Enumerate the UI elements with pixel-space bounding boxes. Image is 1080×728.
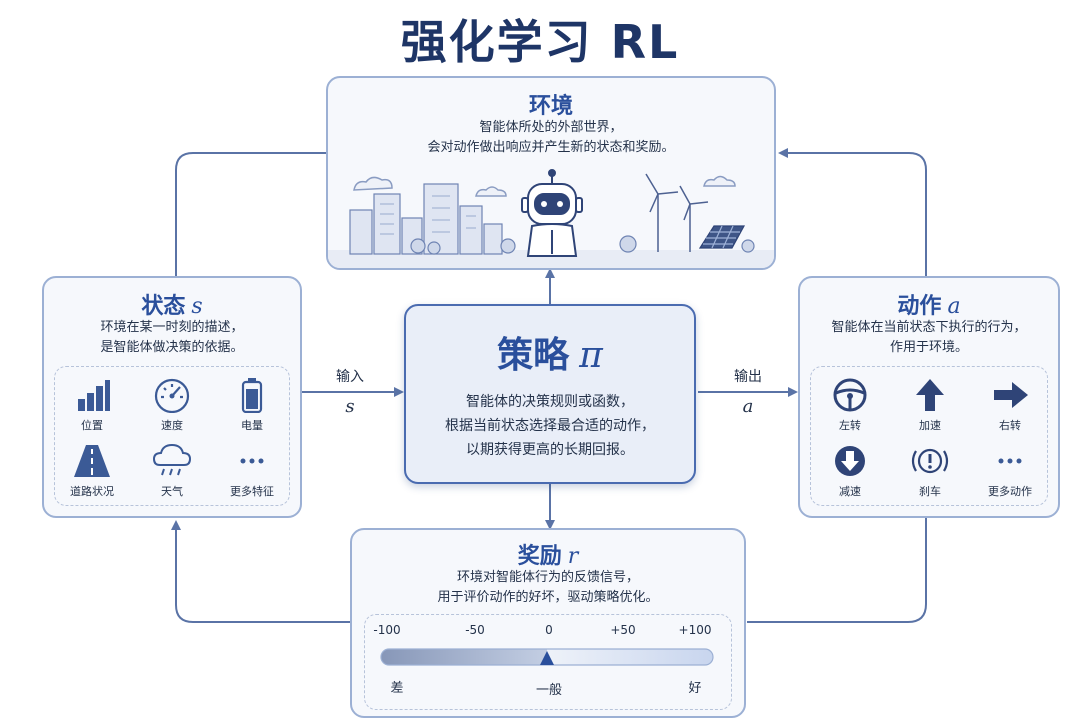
- state-desc: 环境在某一时刻的描述， 是智能体做决策的依据。: [100, 320, 244, 355]
- reward-scale-bar: [380, 648, 714, 666]
- steering-wheel-icon: [833, 378, 867, 412]
- reward-scale-panel: -100 -50 0 +50 +100 差 一般 好: [364, 614, 732, 710]
- speedometer-icon: [154, 378, 190, 413]
- brake-icon: [911, 448, 949, 474]
- scale-marker: [540, 651, 554, 665]
- scale-tick: +50: [610, 623, 636, 637]
- environment-scene-illustration: [328, 169, 774, 268]
- scale-label-neutral: 一般: [535, 683, 562, 698]
- arrow-action-reward: [747, 518, 927, 623]
- scale-label-bad: 差: [390, 681, 404, 696]
- arrow-reward-state: [171, 520, 352, 623]
- scale-tick: +100: [678, 623, 712, 637]
- arrow-down-circle-icon: [835, 446, 865, 476]
- policy-symbol: π: [579, 335, 603, 376]
- environment-box: 环境 智能体所处的外部世界， 会对动作做出响应并产生新的状态和奖励。: [326, 76, 776, 270]
- scale-label-good: 好: [688, 681, 702, 696]
- arrow-action-environment: [778, 148, 927, 276]
- action-decelerate: 减速: [815, 443, 885, 499]
- state-features-panel: 位置 速度 电量 道路状况 天气 更多特征: [54, 366, 290, 506]
- action-title: 动作: [897, 294, 942, 319]
- battery-icon: [241, 378, 263, 413]
- reward-title: 奖励: [517, 544, 562, 569]
- scale-tick: -50: [465, 623, 485, 637]
- more-icon: [998, 458, 1022, 464]
- reward-desc: 环境对智能体行为的反馈信号， 用于评价动作的好坏，驱动策略优化。: [437, 570, 659, 605]
- action-symbol: a: [947, 294, 961, 319]
- action-list-panel: 左转 加速 右转 减速 刹车 更多动作: [810, 366, 1048, 506]
- action-more: 更多动作: [975, 443, 1045, 499]
- feature-weather: 天气: [137, 443, 207, 499]
- environment-title: 环境: [528, 94, 573, 119]
- scale-tick: -100: [373, 623, 401, 637]
- reward-symbol: r: [567, 544, 579, 569]
- road-icon: [74, 445, 110, 477]
- robot-icon: [521, 169, 583, 257]
- feature-more: 更多特征: [217, 443, 287, 499]
- action-accelerate: 加速: [895, 377, 965, 433]
- action-desc: 智能体在当前状态下执行的行为， 作用于环境。: [831, 320, 1027, 355]
- feature-battery: 电量: [217, 377, 287, 433]
- scale-tick: 0: [545, 623, 553, 637]
- environment-desc: 智能体所处的外部世界， 会对动作做出响应并产生新的状态和奖励。: [427, 120, 675, 155]
- policy-title: 策略: [497, 335, 570, 376]
- action-turn-left: 左转: [815, 377, 885, 433]
- feature-position: 位置: [57, 377, 127, 433]
- output-symbol: a: [742, 396, 754, 417]
- diagram-title: 强化学习 RL: [400, 15, 680, 69]
- more-icon: [240, 458, 264, 464]
- feature-speed: 速度: [137, 377, 207, 433]
- policy-desc: 智能体的决策规则或函数， 根据当前状态选择最合适的动作， 以期获得更高的长期回报…: [445, 394, 655, 458]
- cloud-rain-icon: [152, 443, 192, 476]
- state-symbol: s: [191, 294, 203, 319]
- arrow-right-icon: [994, 382, 1028, 408]
- action-brake: 刹车: [895, 443, 965, 499]
- bar-chart-icon: [78, 380, 110, 411]
- state-title: 状态: [141, 294, 186, 319]
- input-symbol: s: [345, 396, 355, 417]
- arrow-state-environment: [175, 152, 328, 276]
- input-label: 输入: [336, 369, 364, 385]
- output-label: 输出: [734, 369, 762, 385]
- action-turn-right: 右转: [975, 377, 1045, 433]
- arrow-up-icon: [916, 379, 944, 411]
- feature-road-condition: 道路状况: [57, 443, 127, 499]
